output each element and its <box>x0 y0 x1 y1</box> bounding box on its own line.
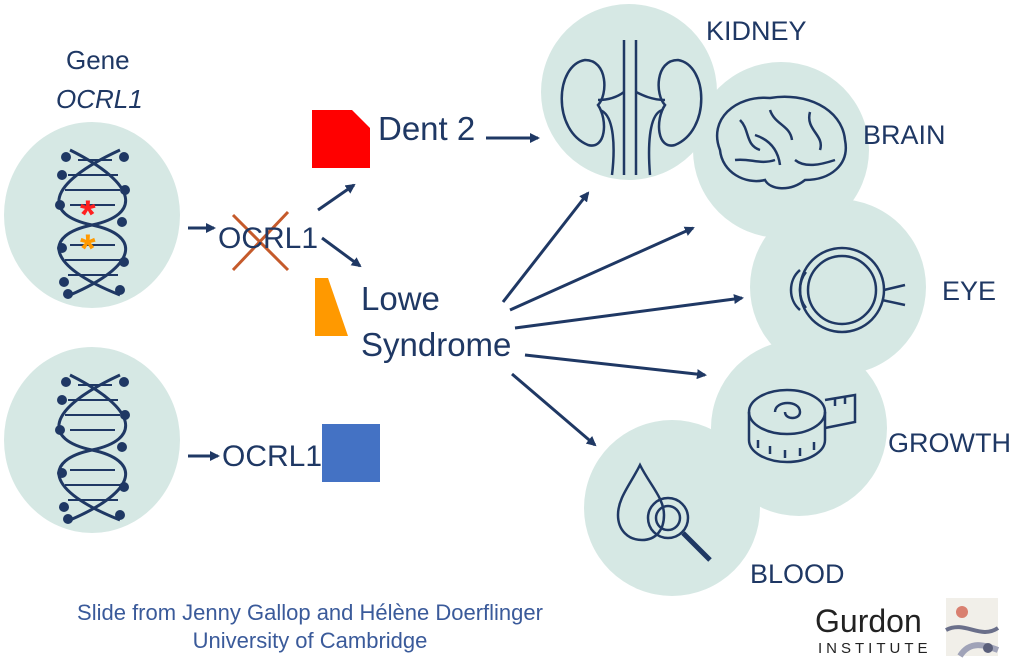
kidney-icon <box>560 40 703 176</box>
tape-measure-icon <box>747 388 857 464</box>
normal-protein-shape <box>322 424 380 482</box>
mutation-star-orange-icon: * <box>80 227 96 271</box>
dent-protein-shape <box>312 110 370 168</box>
dna-helix-icon <box>57 148 128 297</box>
mutant-protein-label: OCRL1 <box>218 222 319 255</box>
arrow-mutant-to-lowe <box>321 236 362 268</box>
brain-label: BRAIN <box>863 120 946 150</box>
lowe-protein-shape <box>315 278 348 336</box>
kidney-circle <box>541 4 717 180</box>
growth-label: GROWTH <box>888 428 1011 458</box>
gurdon-logo-icon <box>945 598 1000 658</box>
credit-line-2: University of Cambridge <box>192 628 428 653</box>
dna-helix-normal-icon <box>57 373 128 522</box>
dent-label: Dent 2 <box>378 110 476 147</box>
mutant-dna-circle <box>4 122 180 308</box>
dna-nodes <box>55 152 130 299</box>
brain-circle <box>693 62 869 238</box>
blood-circle <box>584 420 760 596</box>
growth-circle <box>711 340 887 516</box>
blood-drop-icon <box>616 462 712 562</box>
arrow-lowe-to-eye <box>514 294 744 330</box>
arrow-mutant-to-dent <box>317 183 356 212</box>
brain-icon <box>715 95 848 190</box>
mutation-star-red-icon: * <box>80 193 96 237</box>
blood-label: BLOOD <box>750 559 845 589</box>
eye-icon <box>789 246 906 334</box>
kidney-label: KIDNEY <box>706 16 807 46</box>
arrow-lowe-to-kidney <box>501 191 590 303</box>
credit-line-1: Slide from Jenny Gallop and Hélène Doerf… <box>77 600 543 625</box>
syndrome-label: Syndrome <box>361 326 512 363</box>
logo-name: Gurdon <box>815 603 922 639</box>
logo-subtitle: INSTITUTE <box>818 640 932 657</box>
gene-label: Gene <box>66 45 130 75</box>
dna-nodes-normal <box>55 377 130 524</box>
eye-label: EYE <box>942 276 997 306</box>
arrow-lowe-to-blood <box>511 372 597 447</box>
cross-icon <box>231 210 290 272</box>
lowe-label: Lowe <box>361 280 440 317</box>
normal-dna-circle <box>4 347 180 533</box>
eye-circle <box>750 199 926 375</box>
arrow-lowe-to-brain <box>509 226 695 312</box>
normal-protein-label: OCRL1 <box>222 440 323 473</box>
gene-name-label: OCRL1 <box>56 84 143 114</box>
arrow-lowe-to-growth <box>524 353 707 380</box>
